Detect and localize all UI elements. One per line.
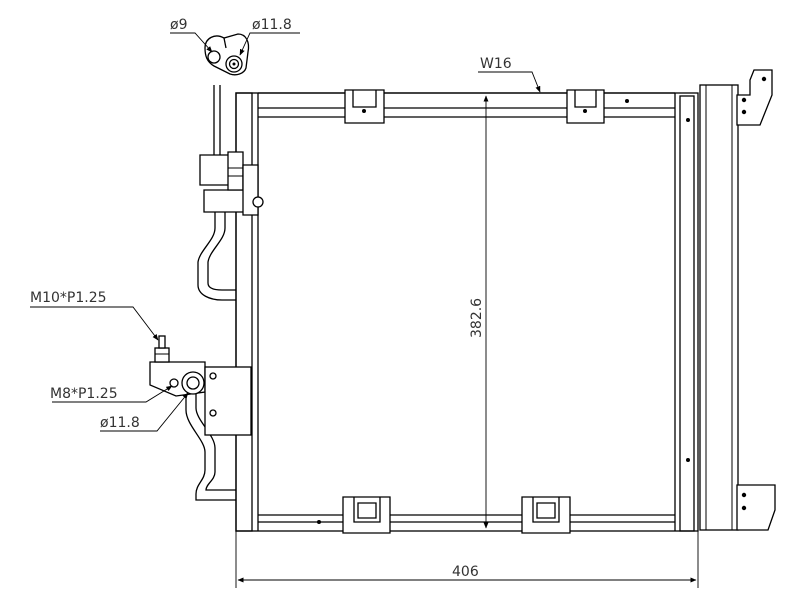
condenser-core bbox=[235, 92, 699, 532]
top-right-mounting-bracket bbox=[736, 69, 773, 126]
top-clip-right bbox=[566, 89, 605, 124]
label-thread-large: M10*P1.25 bbox=[30, 290, 107, 306]
bottom-right-mounting-bracket bbox=[736, 484, 776, 531]
top-inlet-block bbox=[199, 151, 264, 216]
label-height-dimension: 382.6 bbox=[469, 298, 485, 338]
bottom-outlet-pipe bbox=[185, 392, 236, 501]
top-inlet-pipe bbox=[197, 85, 236, 301]
label-diameter-side: ø11.8 bbox=[100, 415, 140, 431]
bottom-clip-left bbox=[342, 496, 391, 534]
label-diameter-top-small: ø9 bbox=[170, 17, 187, 33]
top-clip-left bbox=[344, 89, 385, 124]
label-thread-small: M8*P1.25 bbox=[50, 386, 118, 402]
label-width-dimension: 406 bbox=[452, 564, 479, 580]
width-dimension-line bbox=[235, 531, 699, 588]
callout-leaders bbox=[30, 32, 541, 432]
top-fitting-detail bbox=[204, 33, 250, 76]
label-diameter-top-large: ø11.8 bbox=[252, 17, 292, 33]
label-width-strip: W16 bbox=[480, 56, 512, 72]
bottom-outlet-block bbox=[149, 335, 252, 436]
receiver-drier-tank bbox=[679, 84, 739, 532]
left-header-tank bbox=[235, 92, 253, 532]
bottom-clip-right bbox=[521, 496, 571, 534]
